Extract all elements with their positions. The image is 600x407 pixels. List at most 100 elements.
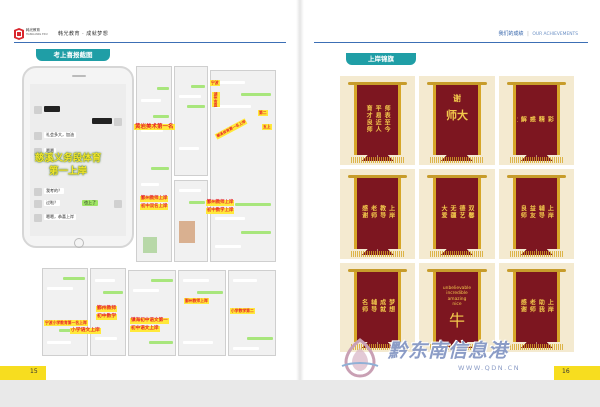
banner-text: 解 — [519, 115, 527, 123]
section-title-exam-screenshots: 考上喜报截图 — [36, 49, 110, 61]
banner-text: 谢 — [452, 94, 461, 103]
chat-bubble: .... — [92, 118, 112, 124]
callout-tag: 镇海初中语文第一 — [130, 318, 169, 324]
claim-line-2: 第一上岸 — [48, 166, 87, 177]
watermark-url: WWW.QDN.CN — [458, 364, 521, 372]
chat-screenshot — [174, 180, 208, 262]
chat-bubble: 我考的？ — [44, 188, 64, 194]
chat-screenshot — [178, 270, 226, 356]
banner-text: 大爱 — [439, 205, 447, 220]
header-rule — [314, 42, 588, 43]
banner-text: 辅导 — [369, 298, 377, 313]
chat-screenshot — [210, 70, 276, 262]
brand-slogan: 韩光教育 · 成就梦想 — [58, 31, 109, 37]
callout-tag: 小学数学第二 — [230, 308, 255, 314]
callout-tag: 初中双名上岸 — [140, 204, 169, 210]
banner-text: 上岸 — [546, 298, 554, 313]
callout-tag: 鄞州教师上岸 — [206, 200, 235, 206]
avatar — [34, 188, 42, 196]
chat-screenshot — [136, 66, 172, 262]
banner-text: 师大 — [445, 109, 468, 122]
chat-screenshot — [90, 268, 126, 356]
callout-tag: 宁波 — [210, 80, 220, 86]
banner-text: unbelievable — [442, 285, 472, 291]
callout-tag: 初中数学 — [96, 314, 118, 320]
callout-tag: 初中数学上岸 — [206, 208, 235, 214]
watermark-logo-icon — [341, 338, 379, 378]
banner-text: 感谢 — [360, 205, 368, 220]
banner-text: 梦想 — [387, 298, 395, 313]
header-cn: 我们的成绩 — [498, 31, 524, 37]
banner-photo: unbelievable incredible amazing nice 牛 — [419, 262, 495, 352]
chat-screenshot — [128, 270, 176, 356]
footer-bar — [554, 366, 600, 380]
page-number-left: 15 — [30, 368, 38, 375]
banner-text: 双馨 — [466, 205, 474, 220]
callout-tag: 宁波小学教育第一名上岸 — [44, 320, 88, 326]
chat-bubble: .... — [44, 106, 60, 112]
watermark: 黔东南信息港 WWW.QDN.CN — [338, 330, 568, 390]
brand-logo-icon — [14, 28, 24, 40]
section-title-banners: 上岸锦旗 — [346, 53, 416, 65]
callout-tag: 鄞州教师上岸 — [140, 196, 169, 202]
banner-text: 育才良师 — [365, 105, 373, 134]
brand-name-en: HANGUANG EDU — [26, 33, 48, 36]
avatar — [114, 118, 122, 126]
banner-photo: 授 业 解 惑 精 彩 教 学 — [498, 76, 574, 166]
banner-photo: 良师 益友 辅导 上岸 — [498, 169, 574, 259]
callout-tag: 鄞州教师上岸 — [184, 298, 209, 304]
avatar — [34, 132, 42, 140]
phone-home-button — [74, 238, 84, 248]
avatar — [34, 214, 42, 222]
banner-text: 助我 — [537, 298, 545, 313]
banner-photo: 育才良师 平易近人 师表至今 — [340, 76, 416, 166]
banner-text: 教 — [555, 89, 556, 149]
highlight-claim: 慈溪义务段体育 第一上岸 — [26, 152, 110, 178]
chat-bubble: 礼会多大，加油 — [44, 132, 76, 138]
banner-text: 益友 — [528, 205, 536, 220]
banner-photo: 谢 师大 — [419, 76, 495, 166]
banner-text: 惑 — [528, 115, 536, 123]
phone-speaker — [72, 75, 86, 77]
avatar — [34, 148, 42, 156]
chat-bubble: 嗯嗯 — [44, 148, 56, 154]
banner-text: 精 — [537, 115, 545, 123]
banner-text: 老师 — [528, 298, 536, 313]
header-en: OUR ACHIEVEMENTS — [532, 32, 578, 37]
banner-text: 德艺 — [457, 205, 465, 220]
avatar — [114, 200, 122, 208]
banner-text: 良师 — [519, 205, 527, 220]
banner-text: 感谢 — [519, 298, 527, 313]
right-page: 我们的成绩 | OUR ACHIEVEMENTS 上岸锦旗 育才良师 平易近人 … — [300, 0, 600, 380]
banner-text: nice — [452, 302, 462, 308]
footer-bar — [0, 366, 46, 380]
banner-text: 老师 — [369, 205, 377, 220]
banner-text: 牛 — [448, 310, 465, 330]
phone-screen: .... .... 礼会多大，加油 嗯嗯 我考的？ 过啦？ 也上了 嗯嗯，恭喜上… — [30, 84, 126, 236]
chat-bubble: 也上了 — [82, 200, 98, 206]
chat-bubble: 嗯嗯，恭喜上岸 — [44, 214, 76, 220]
callout-tag: 初中语文上岸 — [130, 326, 160, 332]
callout-tag: 鄞州教师 — [96, 306, 118, 312]
page-number-right: 16 — [562, 368, 570, 375]
banner-text: incredible — [446, 291, 468, 297]
chat-screenshot — [42, 268, 88, 356]
banner-text: 上岸 — [387, 205, 395, 220]
page-gutter — [296, 0, 304, 380]
avatar — [34, 200, 42, 208]
brand-name: 韩光教育 — [26, 28, 40, 32]
header-separator: | — [527, 31, 529, 37]
running-header: 我们的成绩 | OUR ACHIEVEMENTS — [499, 30, 578, 37]
banner-text: amazing — [447, 296, 467, 302]
banner-text: 辅导 — [537, 205, 545, 220]
chat-screenshot — [174, 66, 208, 176]
banner-text: 无疆 — [448, 205, 456, 220]
phone-mockup: .... .... 礼会多大，加油 嗯嗯 我考的？ 过啦？ 也上了 嗯嗯，恭喜上… — [22, 66, 134, 248]
banner-photo: 大爱 无疆 德艺 双馨 — [419, 169, 495, 259]
left-page: 韩光教育 HANGUANG EDU 韩光教育 · 成就梦想 考上喜报截图 ...… — [0, 0, 300, 380]
banner-text: 成就 — [378, 298, 386, 313]
callout-tag: 五上 — [262, 124, 272, 130]
callout-tag: 湖州市直 — [212, 92, 220, 108]
header-rule — [14, 42, 286, 43]
